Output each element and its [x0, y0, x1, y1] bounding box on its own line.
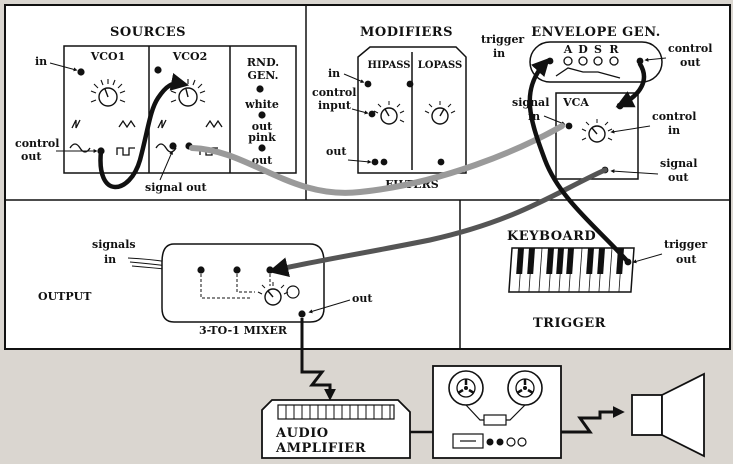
- patch-cable-vco-to-vca[interactable]: [189, 123, 565, 196]
- sine-wave-icon: [155, 143, 177, 153]
- envelope-title: ENVELOPE GEN.: [531, 25, 661, 40]
- modifiers-title: MODIFIERS: [360, 25, 453, 40]
- release-label: R: [609, 43, 619, 56]
- hipass-out-jack[interactable]: [371, 158, 379, 166]
- mixer-label: 3-TO-1 MIXER: [199, 324, 288, 337]
- patch-cable-keyboard-to-envelope[interactable]: [527, 57, 631, 265]
- lopass-knob[interactable]: [424, 101, 456, 125]
- mixer-in-jack-3[interactable]: [266, 266, 274, 274]
- output-title: OUTPUT: [38, 290, 92, 303]
- trigger-out-label-2: out: [676, 253, 697, 266]
- control-out-env-label-2: out: [680, 56, 701, 69]
- control-out-label-2: out: [21, 150, 42, 163]
- attack-label: A: [563, 43, 573, 56]
- signal-out-label: signal out: [145, 181, 208, 194]
- trigger-in-label-2: in: [493, 47, 505, 60]
- envelope-shape-icon: [555, 67, 621, 79]
- mixer-out-jack[interactable]: [298, 310, 306, 318]
- vca-control-in-label-2: in: [668, 124, 680, 137]
- rnd-gen-label-1: RND.: [247, 56, 279, 69]
- signals-in-label-2: in: [104, 253, 116, 266]
- lopass-in-jack[interactable]: [406, 80, 414, 88]
- mixer-knob[interactable]: [257, 282, 289, 306]
- pink-label: pink: [248, 131, 276, 144]
- hipass-in-jack[interactable]: [364, 80, 372, 88]
- mixer-in-jack-2[interactable]: [233, 266, 241, 274]
- vco1-in-jack[interactable]: [77, 68, 85, 76]
- control-input-label-1: control: [312, 86, 356, 99]
- patch-cable-vca-to-mixer[interactable]: [268, 167, 608, 277]
- vca-knob[interactable]: [581, 119, 613, 143]
- pink-out-label: out: [252, 154, 273, 167]
- vca-signal-in-jack[interactable]: [565, 122, 573, 130]
- vca-signal-out-label-1: signal: [660, 157, 697, 170]
- mixer-in-jack-1[interactable]: [197, 266, 205, 274]
- trigger-out-label-1: trigger: [664, 238, 707, 251]
- white-out-label: out: [252, 120, 273, 133]
- vco2-label: VCO2: [172, 50, 208, 63]
- square-wave-icon: [116, 147, 135, 156]
- vco1-in-label: in: [35, 55, 47, 68]
- signals-in-label-1: signals: [92, 238, 136, 251]
- mixer-module: [161, 243, 325, 323]
- speaker-icon: [631, 372, 705, 458]
- vca-signal-out-label-2: out: [668, 171, 689, 184]
- audio-amplifier: AUDIO AMPLIFIER: [261, 399, 411, 459]
- filter-in-label: in: [328, 67, 340, 80]
- lopass-label: LOPASS: [418, 60, 463, 71]
- sustain-knob[interactable]: [593, 56, 603, 66]
- trigger-in-label-1: trigger: [481, 33, 524, 46]
- hipass-out-jack-2[interactable]: [380, 158, 388, 166]
- envelope-section: ENVELOPE GEN. A D S R trigger in control…: [481, 25, 712, 83]
- amplifier-label-2: AMPLIFIER: [275, 441, 366, 456]
- sustain-label: S: [594, 43, 602, 56]
- filter-out-label: out: [326, 145, 347, 158]
- cable-mixer-to-amplifier: [300, 318, 336, 401]
- mixer-out-label: out: [352, 292, 373, 305]
- patch-cable-envelope-to-vca[interactable]: [615, 61, 647, 108]
- lopass-out-jack[interactable]: [437, 158, 445, 166]
- envelope-trigger-jack[interactable]: [546, 57, 554, 65]
- attack-knob[interactable]: [563, 56, 573, 66]
- vca-control-in-label-1: control: [652, 110, 696, 123]
- rnd-gen-label-2: GEN.: [248, 69, 279, 82]
- hipass-control-jack[interactable]: [368, 110, 376, 118]
- control-input-label-2: input: [318, 99, 352, 112]
- sources-title: SOURCES: [110, 25, 186, 40]
- hipass-knob[interactable]: [373, 101, 405, 125]
- pink-noise-out-jack[interactable]: [258, 144, 266, 152]
- cable-recorder-to-speaker: [561, 406, 625, 434]
- sawtooth-wave-icon: [71, 119, 81, 129]
- hipass-label: HIPASS: [368, 60, 411, 71]
- vco1-knob[interactable]: [90, 79, 126, 107]
- keyboard-keys[interactable]: [508, 247, 635, 293]
- sawtooth-wave-icon: [157, 119, 167, 129]
- rnd-gen-jack[interactable]: [256, 85, 264, 93]
- control-out-label-1: control: [15, 137, 59, 150]
- decay-knob[interactable]: [578, 56, 588, 66]
- vco2-signal-out-jack-1[interactable]: [169, 142, 177, 150]
- trigger-section: KEYBOARD trigger out TRIGGER: [507, 229, 707, 331]
- release-knob[interactable]: [609, 56, 619, 66]
- triangle-wave-icon: [205, 119, 223, 129]
- amplifier-label-1: AUDIO: [275, 426, 329, 441]
- vca-module: [555, 92, 639, 180]
- patch-cable-vco1-to-vco2[interactable]: [98, 73, 190, 190]
- vco2-in-jack[interactable]: [154, 66, 162, 74]
- white-noise-out-jack[interactable]: [258, 111, 266, 119]
- white-label: white: [244, 98, 279, 111]
- control-out-env-label-1: control: [668, 42, 712, 55]
- decay-label: D: [578, 43, 588, 56]
- vco1-label: VCO1: [90, 50, 126, 63]
- triangle-wave-icon: [118, 119, 136, 129]
- keyboard-title: KEYBOARD: [507, 229, 596, 244]
- trigger-section-label: TRIGGER: [533, 316, 606, 331]
- tape-recorder-icon: [432, 365, 562, 459]
- vca-title: VCA: [562, 96, 589, 109]
